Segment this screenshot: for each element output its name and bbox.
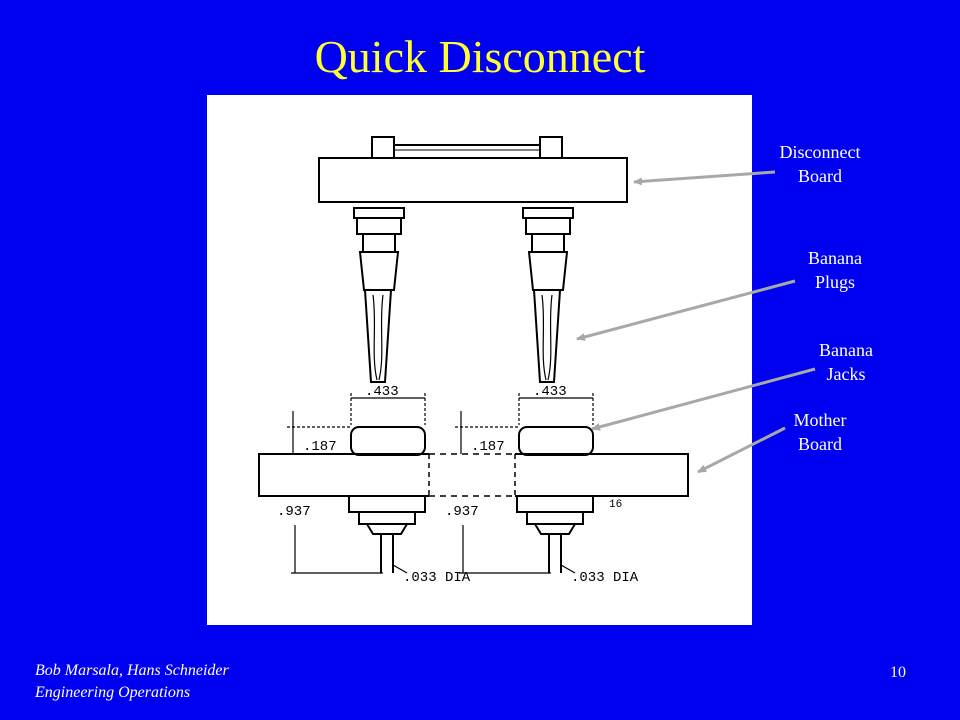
dim-depth-right: .937 [445,504,479,520]
quick-disconnect-schematic: .433 .433 .187 .187 .937 .937 .033 DIA .… [258,136,689,586]
dim-dia-right: .033 DIA [571,570,639,586]
dim-dia-left: .033 DIA [403,570,471,586]
callout-banana-jacks: Banana Jacks [819,340,873,384]
nut-right [516,495,594,573]
dim-depth-left: .937 [277,504,311,520]
banana-plug-right [522,207,574,383]
technical-drawing: .433 .433 .187 .187 .937 .937 .033 DIA .… [207,95,752,625]
mother-board-right [515,453,689,497]
dim-width-right: .433 [533,384,567,400]
banana-plug-left [353,207,405,383]
dim-height-left: .187 [303,439,337,455]
callout-disconnect-board: Disconnect Board [779,142,861,186]
mother-board-break [428,454,516,496]
top-stud-right [539,136,563,159]
dim-width-left: .433 [365,384,399,400]
mother-board-left [258,453,429,497]
footer-authors: Bob Marsala, Hans Schneider [35,662,229,679]
top-stud-left [371,136,395,159]
drawing-note: 16 [609,499,622,511]
callout-banana-plugs: Banana Plugs [808,248,862,292]
page-number: 10 [890,664,906,681]
mother-board-gap [429,453,515,497]
dim-height-right: .187 [471,439,505,455]
arrow-disconnect-board [633,170,776,186]
footer-department: Engineering Operations [35,684,191,701]
arrow-banana-jacks [591,367,816,431]
arrow-banana-plugs [576,279,796,341]
callout-mother-board: Mother Board [793,410,847,454]
arrow-mother-board [697,426,786,474]
nut-left [348,495,426,573]
slide-title: Quick Disconnect [314,31,646,82]
footer-credits: Bob Marsala, Hans Schneider Engineering … [35,660,229,704]
disconnect-board-shape [318,157,628,203]
